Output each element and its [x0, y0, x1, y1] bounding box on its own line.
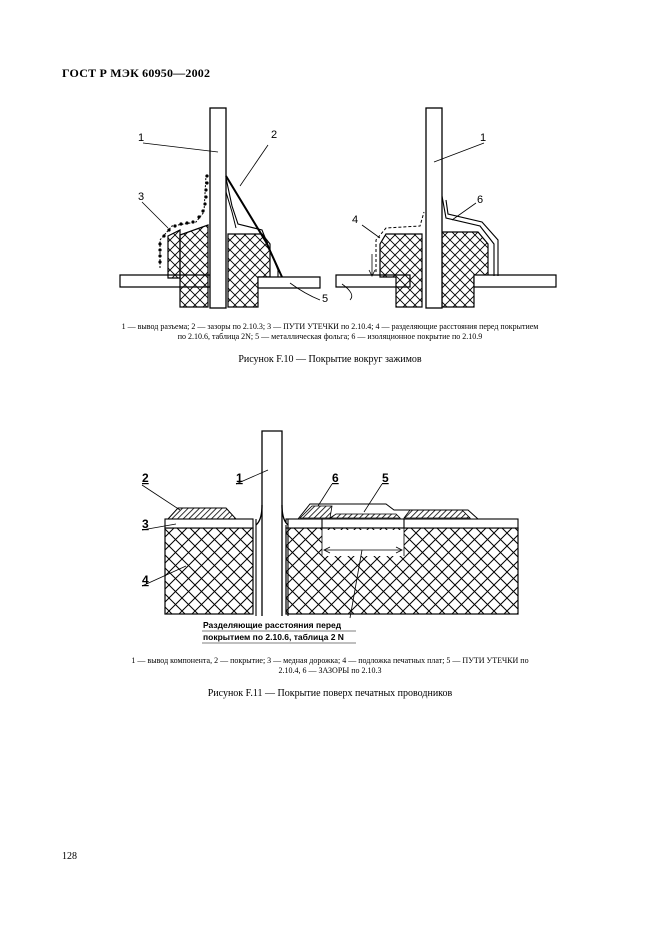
f11-legend-line2: 2.10.4, 6 — ЗАЗОРЫ по 2.10.3: [278, 666, 382, 675]
f10-legend: 1 — вывод разъема; 2 — зазоры по 2.10.3;…: [60, 322, 600, 342]
f11-label-1: 1: [236, 471, 243, 485]
f11-label-4: 4: [142, 573, 149, 587]
f11-label-5: 5: [382, 471, 389, 485]
document-header: ГОСТ Р МЭК 60950—2002: [62, 66, 211, 80]
f10-label-2: 2: [271, 129, 277, 141]
f11-note-line2: покрытием по 2.10.6, таблица 2 N: [203, 632, 344, 642]
left-terminal: [119, 107, 321, 309]
figure-f10-drawing: [119, 107, 557, 309]
f11-caption: Рисунок F.11 — Покрытие поверх печатных …: [207, 688, 453, 699]
right-terminal: [335, 107, 557, 309]
f10-legend-line1: 1 — вывод разъема; 2 — зазоры по 2.10.3;…: [121, 322, 539, 331]
f11-label-3: 3: [142, 517, 149, 531]
f10-label-4: 4: [352, 214, 358, 226]
f11-legend-line1: 1 — вывод компонента, 2 — покрытие; 3 — …: [131, 656, 529, 665]
figure-f11-drawing: [141, 430, 519, 619]
f10-label-1-right: 1: [480, 132, 486, 144]
page-number: 128: [62, 851, 77, 862]
f10-label-1-left: 1: [138, 132, 144, 144]
f11-note-line1: Разделяющие расстояния перед: [203, 620, 342, 630]
f11-legend: 1 — вывод компонента, 2 — покрытие; 3 — …: [60, 656, 600, 676]
f11-label-6: 6: [332, 471, 339, 485]
f10-label-5: 5: [322, 293, 328, 305]
f11-label-2: 2: [142, 471, 149, 485]
f10-legend-line2: по 2.10.6, таблица 2N; 5 — металлическая…: [177, 332, 483, 341]
f10-caption: Рисунок F.10 — Покрытие вокруг зажимов: [238, 354, 422, 365]
f10-label-6: 6: [477, 194, 483, 206]
f10-label-3: 3: [138, 191, 144, 203]
